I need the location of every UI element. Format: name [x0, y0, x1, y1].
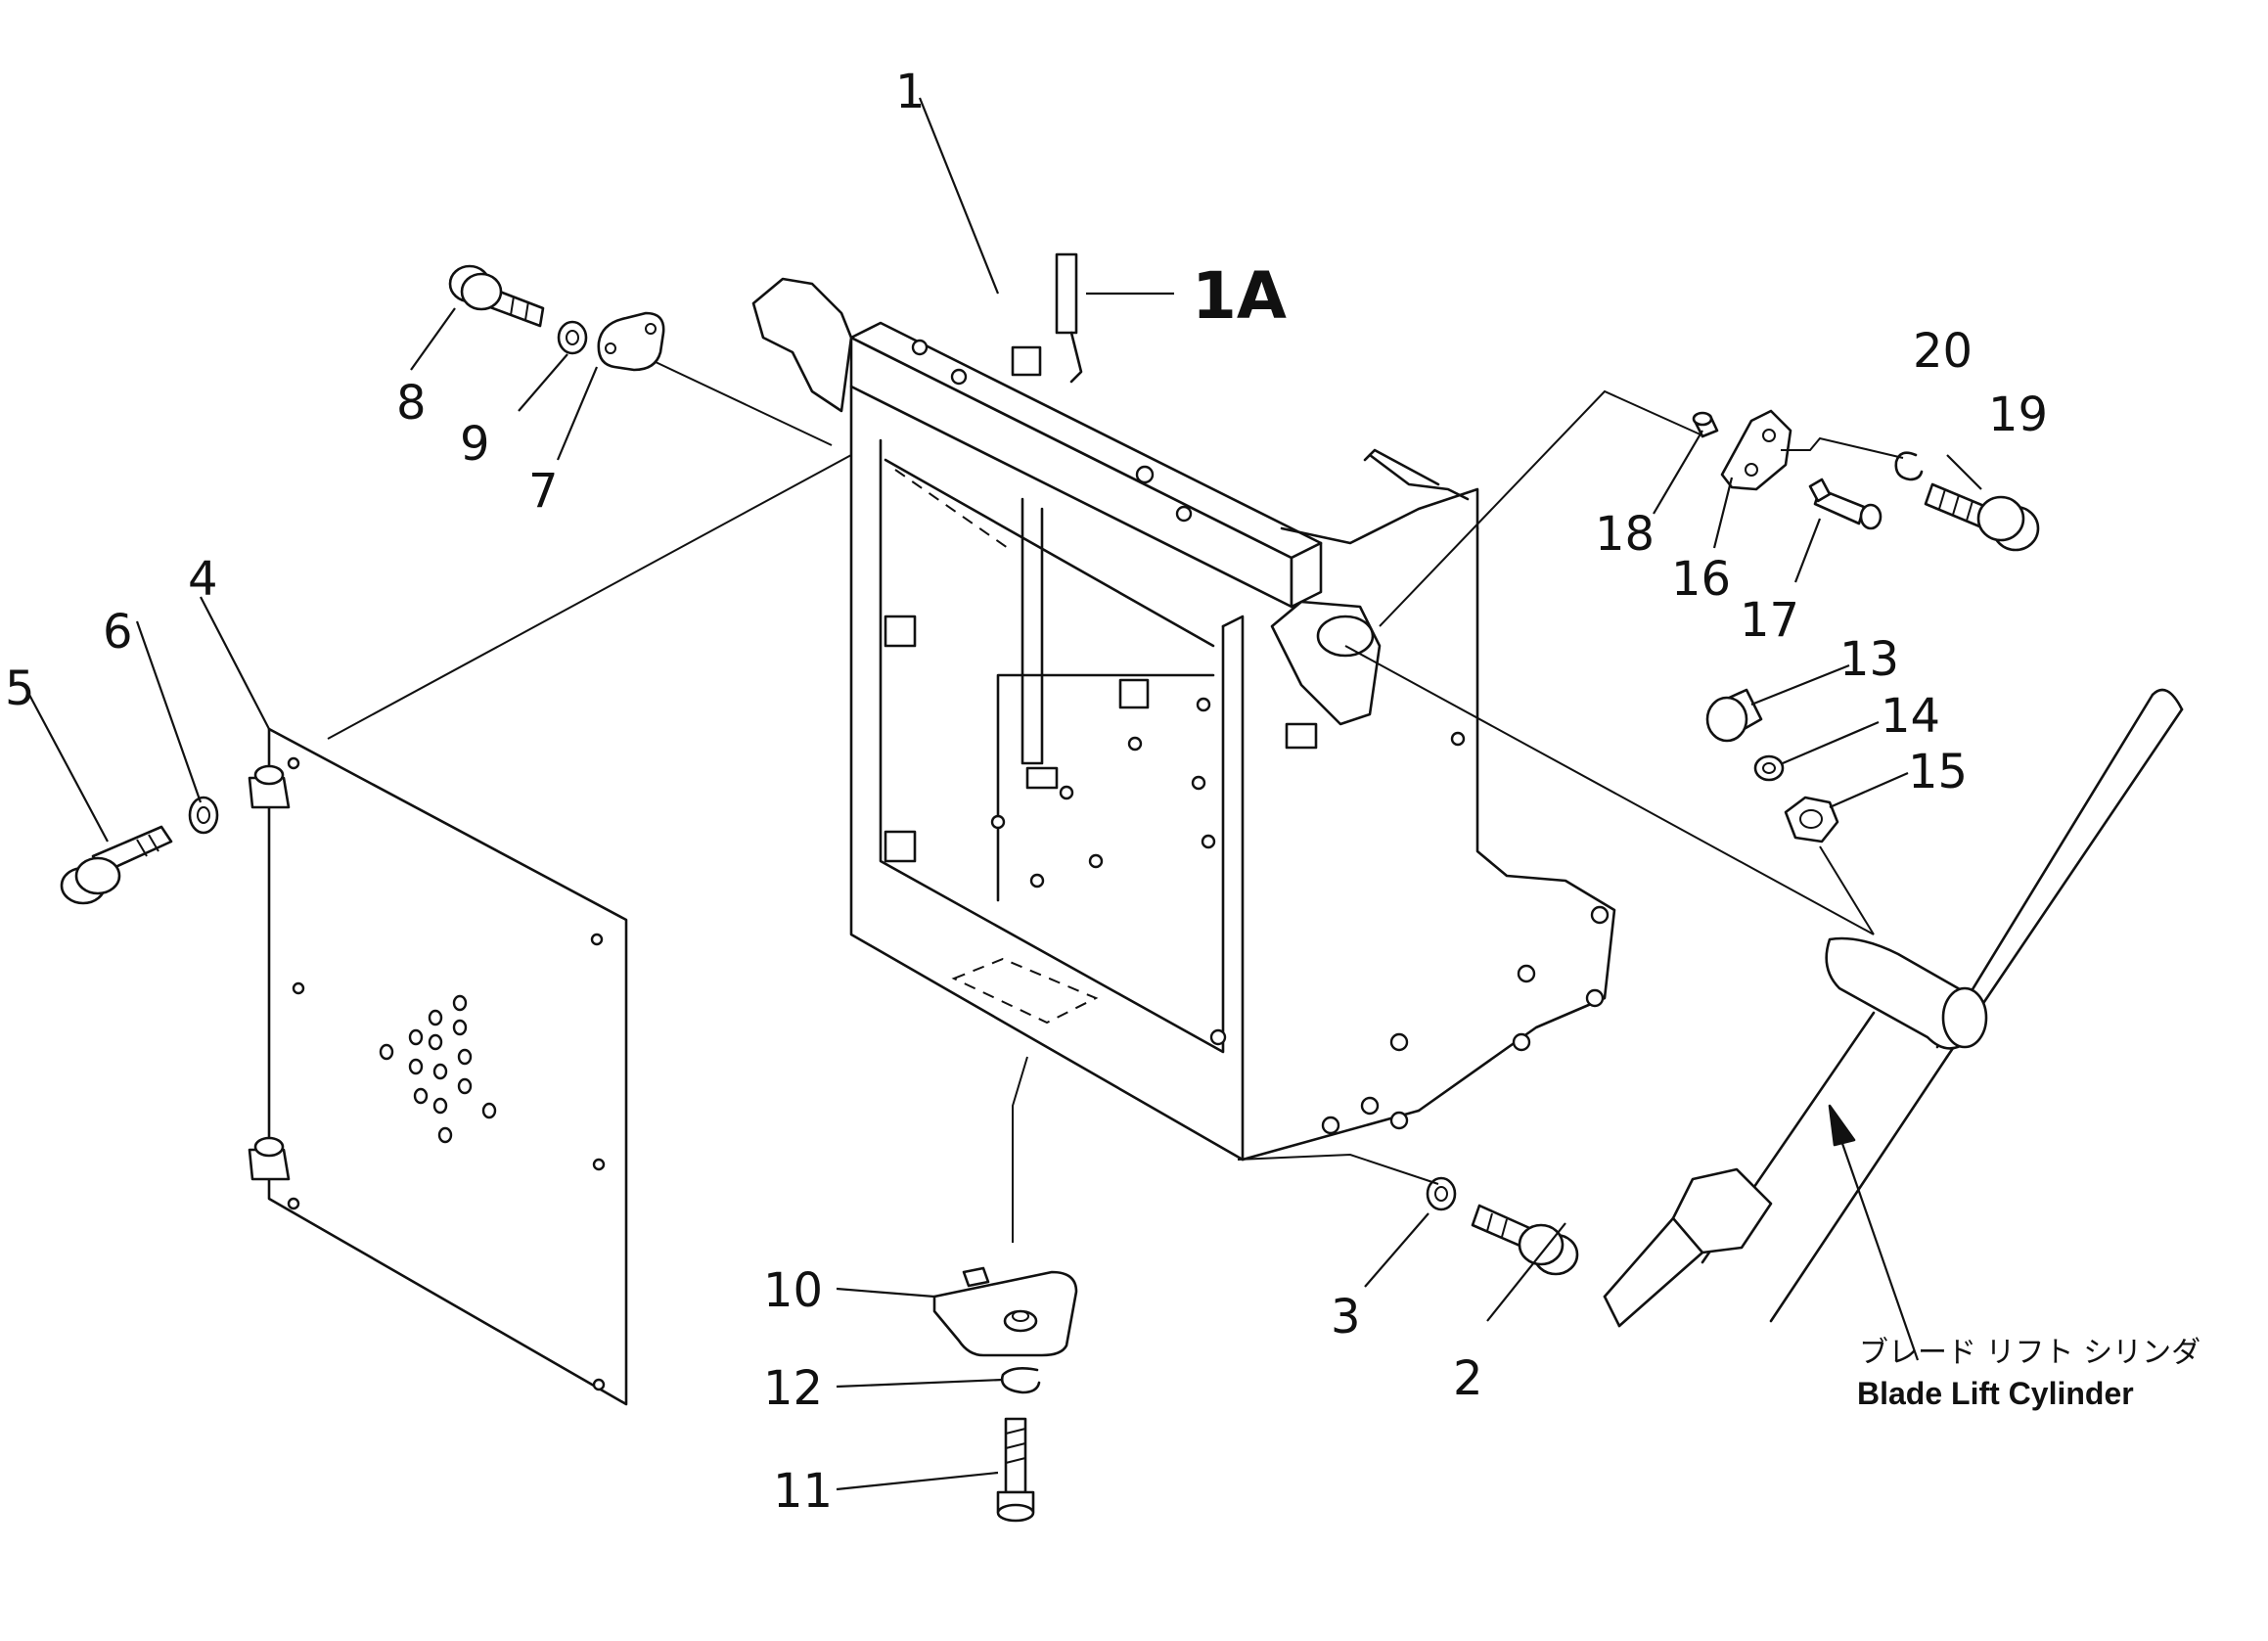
- label-part-1: 1: [895, 65, 926, 119]
- plate-7: [597, 311, 665, 372]
- cap-16: [1720, 409, 1792, 491]
- label-part-7: 7: [528, 464, 559, 519]
- nut-15: [1784, 796, 1839, 843]
- side-cover-plate: [248, 727, 628, 1406]
- bolt-5: [60, 825, 173, 905]
- label-part-19: 19: [1988, 387, 2048, 442]
- washer-9: [557, 320, 588, 355]
- label-part-1a: 1A: [1192, 258, 1287, 334]
- caption-english: Blade Lift Cylinder: [1857, 1376, 2134, 1411]
- bolt-19: [1924, 482, 2040, 552]
- label-part-6: 6: [103, 605, 133, 660]
- label-part-14: 14: [1881, 689, 1940, 744]
- label-part-2: 2: [1453, 1351, 1483, 1406]
- label-part-4: 4: [188, 552, 218, 607]
- label-part-17: 17: [1740, 593, 1799, 648]
- label-part-18: 18: [1595, 507, 1655, 562]
- snap-ring-12: [1000, 1367, 1041, 1394]
- cap-13: [1705, 688, 1763, 743]
- blade-lift-cylinder: [1603, 688, 2184, 1328]
- main-frame: [751, 252, 1616, 1162]
- pin-18: [1692, 411, 1719, 438]
- label-part-10: 10: [763, 1263, 823, 1318]
- cylinder-caption: ブレード リフト シリンダ Blade Lift Cylinder: [1857, 1336, 2200, 1411]
- bolt-11: [996, 1417, 1035, 1523]
- cover-plate-10: [932, 1266, 1078, 1357]
- washer-3: [1426, 1176, 1457, 1211]
- label-part-12: 12: [763, 1361, 823, 1416]
- label-part-16: 16: [1671, 552, 1731, 607]
- label-part-20: 20: [1913, 324, 1973, 379]
- part-labels: 1 1A 2 3 4 5 6 7 8 9 10 11 12 13 14 15 1…: [5, 65, 2048, 1519]
- washer-6: [188, 796, 219, 835]
- caption-japanese: ブレード リフト シリンダ: [1859, 1336, 2200, 1370]
- snap-ring-20: [1894, 451, 1924, 481]
- leader-lines: [28, 97, 1982, 1491]
- label-part-8: 8: [396, 376, 427, 431]
- label-part-11: 11: [773, 1464, 833, 1519]
- label-part-5: 5: [5, 661, 35, 716]
- ring-14: [1753, 754, 1785, 782]
- bolt-8: [448, 264, 545, 328]
- grease-fitting-17: [1808, 478, 1882, 530]
- label-part-9: 9: [460, 417, 490, 472]
- label-part-3: 3: [1331, 1290, 1361, 1345]
- label-part-15: 15: [1908, 745, 1968, 799]
- bolt-2: [1471, 1204, 1579, 1276]
- label-part-13: 13: [1839, 632, 1899, 687]
